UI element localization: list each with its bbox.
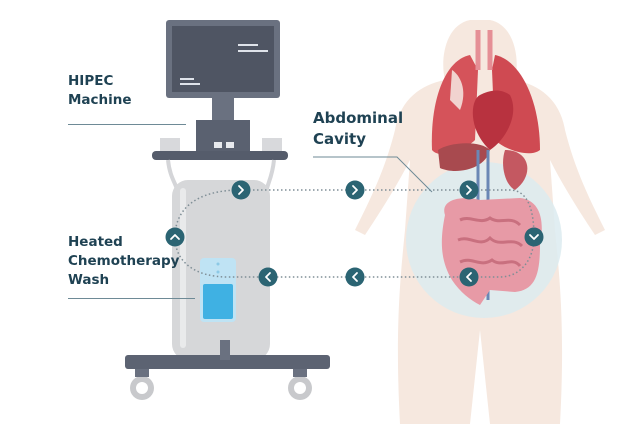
flow-marker-circle xyxy=(345,180,365,200)
label-line: Wash xyxy=(68,272,110,288)
flow-marker xyxy=(258,267,278,287)
wash-rule xyxy=(68,298,195,299)
flow-marker-circle xyxy=(258,267,278,287)
label-line: Cavity xyxy=(313,130,366,148)
chevron-right-icon xyxy=(466,185,472,195)
chevron-left-icon xyxy=(265,272,271,282)
flow-marker xyxy=(345,267,365,287)
heated-chemotherapy-wash-label: Heated Chemotherapy Wash xyxy=(68,233,179,290)
label-line: Heated xyxy=(68,234,123,250)
flow-marker xyxy=(459,180,479,200)
chevron-left-icon xyxy=(466,272,472,282)
label-line: Abdominal xyxy=(313,109,404,127)
abdominal-cavity-label: Abdominal Cavity xyxy=(313,108,403,150)
label-line: HIPEC xyxy=(68,73,114,89)
flow-marker-circle xyxy=(524,227,544,247)
flow-marker xyxy=(524,227,544,247)
label-line: Chemotherapy xyxy=(68,253,180,269)
flow-marker-circle xyxy=(459,267,479,287)
hipec-machine xyxy=(125,20,330,400)
flow-marker xyxy=(345,180,365,200)
chevron-right-icon xyxy=(238,185,244,195)
chevron-down-icon xyxy=(529,234,539,240)
hipec-machine-rule xyxy=(68,124,186,125)
flow-marker-circle xyxy=(165,227,185,247)
stomach xyxy=(503,150,528,190)
flow-marker-circle xyxy=(231,180,251,200)
label-line: Machine xyxy=(68,92,132,108)
chevron-right-icon xyxy=(352,185,358,195)
cavity-pointer-line xyxy=(313,156,433,193)
heart xyxy=(472,90,514,150)
chevron-left-icon xyxy=(352,272,358,282)
chevron-up-icon xyxy=(170,234,180,240)
flow-marker xyxy=(231,180,251,200)
flow-marker-circle xyxy=(459,180,479,200)
hipec-machine-label: HIPEC Machine xyxy=(68,72,132,110)
flow-marker-circle xyxy=(345,267,365,287)
chemotherapy-bag xyxy=(200,258,236,322)
flow-marker xyxy=(165,227,185,247)
flow-marker xyxy=(459,267,479,287)
